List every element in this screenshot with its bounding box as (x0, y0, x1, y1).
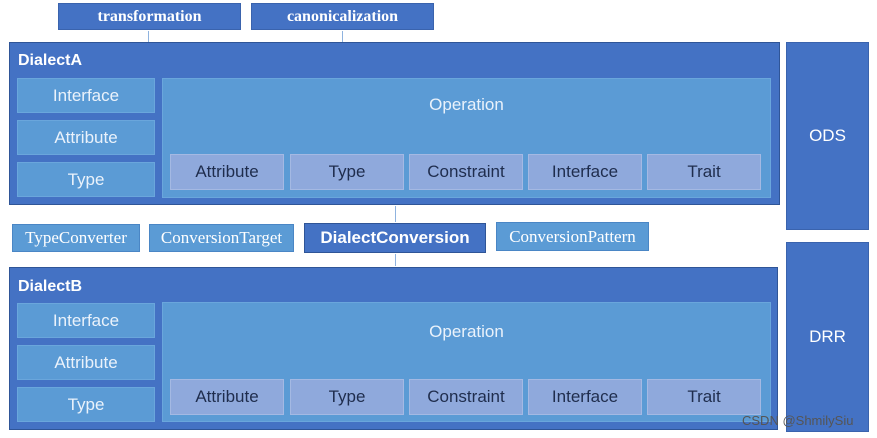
transformation-box: transformation (58, 3, 241, 30)
dialect-a-title: DialectA (18, 52, 83, 69)
dialect-b-interface: Interface (17, 303, 155, 338)
dialect-a-operation-area: Operation Attribute Type Constraint Inte… (162, 78, 771, 198)
arrow-down-to-dialect-b (395, 254, 396, 266)
dialect-b-operation-area: Operation Attribute Type Constraint Inte… (162, 302, 771, 422)
drr-box: DRR (786, 242, 869, 432)
dialect-a-op-interface: Interface (528, 154, 642, 190)
dialect-b-op-attribute: Attribute (170, 379, 284, 415)
dialect-a-op-trait: Trait (647, 154, 761, 190)
canonicalization-box: canonicalization (251, 3, 434, 30)
type-converter-box: TypeConverter (12, 224, 140, 252)
dialect-a-op-constraint: Constraint (409, 154, 523, 190)
dialect-a-interface: Interface (17, 78, 155, 113)
dialect-a-op-type: Type (290, 154, 404, 190)
ods-box: ODS (786, 42, 869, 230)
conversion-pattern-box: ConversionPattern (496, 222, 649, 251)
dialect-a-op-attribute: Attribute (170, 154, 284, 190)
dialect-b-operation-title: Operation (429, 322, 504, 341)
dialect-b-attribute: Attribute (17, 345, 155, 380)
arrow-up-canonicalization (342, 31, 343, 42)
dialect-b-op-type: Type (290, 379, 404, 415)
dialect-a-container: DialectA Interface Attribute Type Operat… (9, 42, 780, 205)
dialect-b-title: DialectB (18, 278, 83, 295)
dialect-conversion-box: DialectConversion (304, 223, 486, 253)
watermark: CSDN @ShmilySiu (742, 413, 854, 428)
dialect-b-type: Type (17, 387, 155, 422)
dialect-b-op-constraint: Constraint (409, 379, 523, 415)
dialect-a-attribute: Attribute (17, 120, 155, 155)
dialect-a-operation-title: Operation (429, 95, 504, 114)
dialect-b-op-interface: Interface (528, 379, 642, 415)
conversion-target-box: ConversionTarget (149, 224, 294, 252)
arrow-up-to-dialect-a (395, 206, 396, 222)
dialect-a-type: Type (17, 162, 155, 197)
arrow-up-transformation (148, 31, 149, 42)
dialect-b-op-trait: Trait (647, 379, 761, 415)
dialect-b-container: DialectB Interface Attribute Type Operat… (9, 267, 778, 430)
